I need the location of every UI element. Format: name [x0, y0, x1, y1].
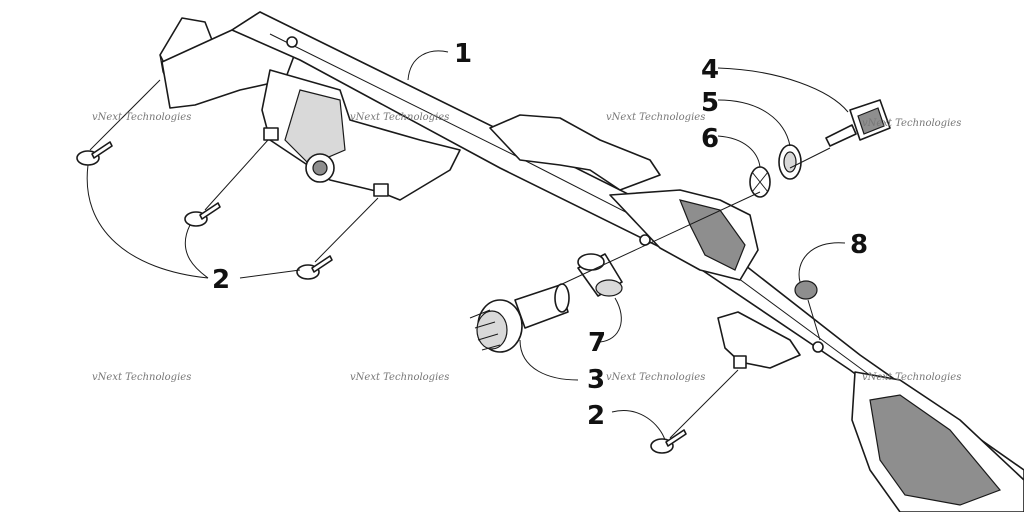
callout-8: 8	[850, 230, 868, 260]
screw-2	[184, 202, 221, 227]
watermark-7: vNext Technologies	[606, 372, 705, 383]
watermarks: vNext Technologies vNext Technologies vN…	[92, 112, 961, 383]
callout-2-right: 2	[587, 401, 605, 431]
watermark-5: vNext Technologies	[92, 372, 191, 383]
callout-4: 4	[701, 55, 719, 85]
callout-6: 6	[701, 124, 719, 154]
hole-plug	[794, 280, 818, 300]
ignition-key	[825, 99, 891, 147]
screw-4	[650, 429, 687, 454]
mount-hole-3	[812, 341, 824, 353]
bushing	[577, 253, 623, 297]
leader-lines	[86, 50, 849, 441]
screw-1	[76, 141, 113, 166]
screws	[76, 141, 687, 454]
console-center-hump	[489, 114, 661, 191]
ignition-switch	[469, 283, 570, 353]
callout-1: 1	[454, 39, 472, 69]
switch-barrel-end	[554, 283, 570, 313]
console-right-trim-shadow	[869, 394, 1002, 506]
watermark-4: vNext Technologies	[862, 118, 961, 129]
switch-terminals	[469, 309, 501, 351]
retaining-nut	[778, 144, 802, 180]
callout-5: 5	[701, 88, 719, 118]
watermark-1: vNext Technologies	[92, 112, 191, 123]
callout-3: 3	[587, 365, 605, 395]
watermark-2: vNext Technologies	[350, 112, 449, 123]
callout-2-left: 2	[212, 265, 230, 295]
console-housing	[159, 11, 1024, 512]
mount-hole-1	[286, 36, 298, 48]
watermark-3: vNext Technologies	[606, 112, 705, 123]
screw-3	[296, 255, 333, 280]
switch-face	[476, 310, 508, 350]
screw-post-3	[733, 355, 747, 369]
console-right-bracket	[717, 311, 801, 369]
watermark-8: vNext Technologies	[862, 372, 961, 383]
screw-post-2	[373, 183, 389, 197]
watermark-6: vNext Technologies	[350, 372, 449, 383]
screw-post-1	[263, 127, 279, 141]
console-top-rail	[231, 11, 1024, 501]
callout-7: 7	[588, 328, 606, 358]
console-boss-hole	[312, 160, 328, 176]
